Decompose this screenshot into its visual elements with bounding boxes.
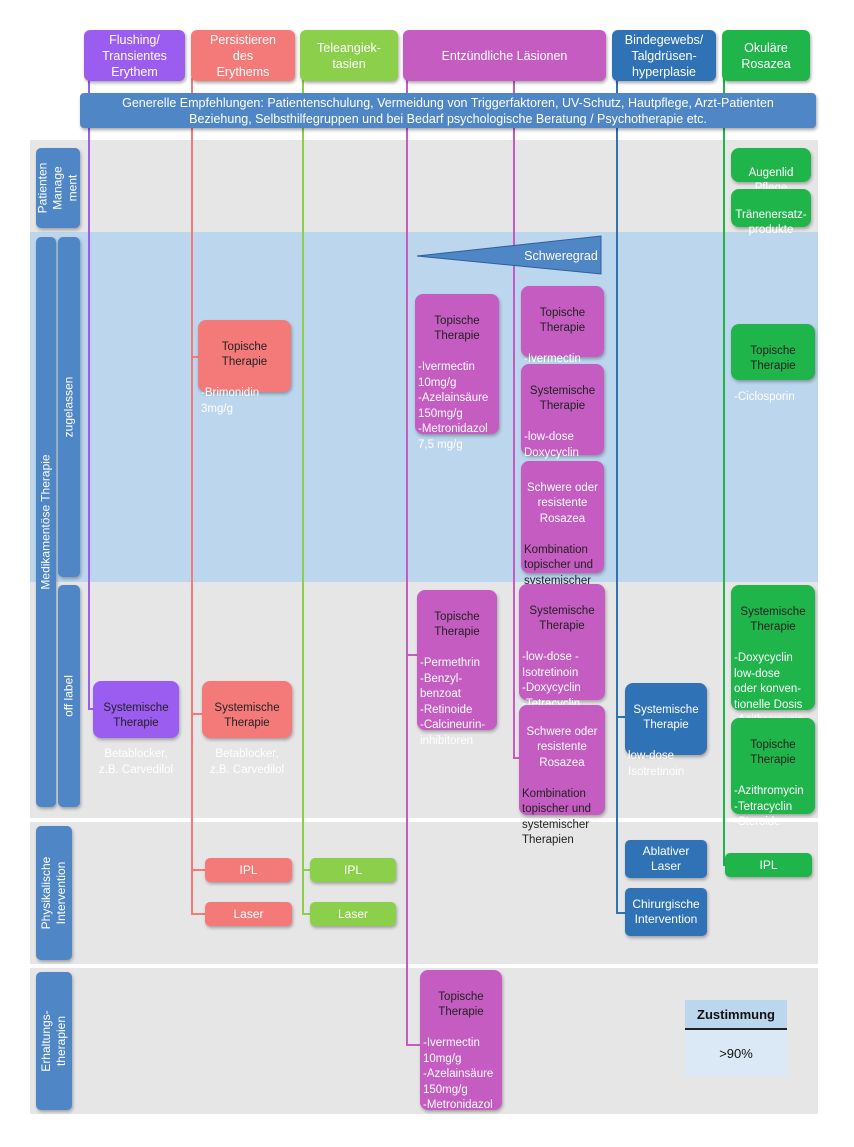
flush-title: Systemische Therapie [103, 701, 169, 730]
row-label-physikalische-intervention: Physikalische Intervention [36, 826, 72, 960]
box-erhaltung-topisch: Topische Therapie -Ivermectin 10mg/g -Az… [420, 970, 502, 1127]
ok2-body: -Azithromycin -Tetracyclin -Steroide [734, 785, 804, 828]
legend-title: Zustimmung [685, 1000, 787, 1028]
legend-zustimmung: Zustimmung >90% [685, 1000, 787, 1076]
pill-laser-persistierend: Laser [205, 902, 292, 926]
erh-body: -Ivermectin 10mg/g -Azelainsäure 150mg/g… [423, 1037, 494, 1127]
ent2-title: Topische Therapie [539, 306, 586, 335]
box-ent-topisch-offlabel: Topische Therapie -Permethrin -Benzyl- b… [417, 590, 497, 747]
bri-title: Topische Therapie [221, 340, 268, 369]
box-ent-topisch-zugelassen: Topische Therapie -Ivermectin 10mg/g -Az… [415, 294, 499, 451]
ok2-title: Topische Therapie [750, 738, 796, 767]
row-label-off-label: off label [58, 585, 80, 807]
line-flushing [88, 78, 90, 710]
pers-body: Betablocker, z.B. Carvedilol [209, 748, 285, 776]
header-okulaer: Okuläre Rosazea [722, 30, 810, 81]
severity-triangle [416, 235, 602, 275]
ent4-title: Schwere oder resistente Rosazea [527, 481, 598, 525]
row-label-zugelassen: zugelassen [58, 237, 80, 577]
conn-tele-laser [302, 913, 312, 915]
header-persistierend: Persistieren des Erythems [191, 30, 295, 81]
off2-title: Systemische Therapie [529, 604, 595, 633]
legend-value: >90% [685, 1030, 787, 1076]
box-ent-systemisch-offlabel: Systemische Therapie -low-dose - Isotret… [519, 584, 605, 725]
line-entzuendlich-2 [513, 78, 515, 758]
conn-pers-ipl [191, 869, 207, 871]
ok1-body: -Doxycyclin low-dose oder konven- tionel… [734, 652, 804, 726]
pill-ipl-teleangiektasien: IPL [310, 858, 396, 882]
line-okulaer [723, 78, 725, 866]
general-recommendations: Generelle Empfehlungen: Patientenschulun… [80, 93, 816, 128]
ok1-title: Systemische Therapie [740, 605, 806, 634]
box-brimonidin: Topische Therapie -Brimonidin 3mg/g [198, 320, 291, 415]
line-bindegewebe [616, 78, 618, 914]
binde-title: Systemische Therapie [633, 703, 699, 732]
off3-title: Schwere oder resistente Rosazea [526, 725, 598, 769]
box-traenenersatz: Tränenersatz- produkte [731, 189, 811, 236]
header-entzuendlich: Entzündliche Läsionen [403, 30, 606, 81]
off3-body: Kombination topischer und systemischer T… [522, 787, 592, 847]
flush-body: Betablocker, z.B. Carvedilol [98, 748, 174, 776]
box-flushing-betablocker: Systemische Therapie Betablocker, z.B. C… [93, 681, 179, 776]
conn-pers-laser [191, 913, 207, 915]
band-patienten-management [30, 140, 818, 232]
ent3-title: Systemische Therapie [529, 384, 596, 413]
binde-body: low-dose Isotretinoin [628, 750, 685, 778]
box-ent-doxycyclin: Systemische Therapie -low-dose Doxycycli… [521, 364, 604, 474]
off1-title: Topische Therapie [434, 610, 480, 639]
box-okulaer-topisch: Topische Therapie -Azithromycin -Tetracy… [731, 718, 815, 828]
conn-ent-off1 [406, 654, 418, 656]
conn-ent-erh [406, 1044, 420, 1046]
severity-arrow: Schweregrad [416, 235, 602, 275]
row-label-physikalische-intervention-text: Physikalische Intervention [39, 856, 68, 930]
pill-chirurgische-intervention: Chirurgische Intervention [625, 888, 707, 936]
pill-ablativer-laser: Ablativer Laser [625, 840, 707, 878]
bri-body: -Brimonidin 3mg/g [201, 387, 260, 415]
box-augenlid-pflege: Augenlid Pflege [731, 148, 811, 194]
conn-tele-ipl [302, 869, 312, 871]
row-label-erhaltungstherapien: Erhaltungs- therapien [36, 972, 72, 1110]
line-persistierend [191, 78, 193, 914]
header-flushing: Flushing/ Transientes Erythem [84, 30, 185, 81]
pill-ipl-okulaer: IPL [725, 853, 812, 877]
pill-ipl-persistierend: IPL [205, 858, 292, 882]
row-label-medikamentoese-therapie: Medikamentöse Therapie [36, 237, 56, 807]
conn-binde-chirurg [616, 912, 626, 914]
box-ciclosporin: Topische Therapie -Ciclosporin [731, 324, 815, 403]
traenen-text: Tränenersatz- produkte [735, 208, 807, 237]
row-label-erhaltungstherapien-text: Erhaltungs- therapien [39, 1010, 68, 1072]
conn-pers-bri [191, 356, 201, 358]
row-label-off-label-text: off label [61, 675, 76, 717]
cic-title: Topische Therapie [750, 344, 796, 373]
off1-body: -Permethrin -Benzyl- benzoat -Retinoide … [420, 657, 486, 747]
ent1-body: -Ivermectin 10mg/g -Azelainsäure 150mg/g… [418, 361, 489, 451]
severity-label: Schweregrad [524, 249, 598, 263]
line-entzuendlich-1 [406, 78, 408, 1046]
header-teleangiektasien: Teleangiek- tasien [300, 30, 398, 81]
row-label-medikamentoese-therapie-text: Medikamentöse Therapie [38, 454, 53, 590]
conn-ent-off3 [513, 757, 521, 759]
box-binde-isotretinoin: Systemische Therapie low-dose Isotretino… [625, 683, 707, 778]
box-ent-schwere-offlabel: Schwere oder resistente Rosazea Kombinat… [519, 705, 605, 846]
legend-divider [685, 1028, 787, 1030]
conn-flushing-off [88, 708, 96, 710]
box-ent-ivermectin: Topische Therapie -Ivermectin 10 mg/g [521, 286, 604, 381]
cic-body: -Ciclosporin [734, 391, 795, 403]
conn-pers-off [191, 713, 203, 715]
box-ent-schwere-zugelassen: Schwere oder resistente Rosazea Kombinat… [521, 461, 604, 602]
header-bindegewebe: Bindegewebs/ Talgdrüsen- hyperplasie [612, 30, 716, 81]
erh-title: Topische Therapie [438, 990, 484, 1019]
conn-binde-off [616, 716, 626, 718]
pill-laser-teleangiektasien: Laser [310, 902, 396, 926]
row-label-patienten-management-text: Patienten Manage ment [35, 162, 80, 214]
ent1-title: Topische Therapie [434, 314, 480, 343]
row-label-zugelassen-text: zugelassen [61, 376, 76, 438]
pers-title: Systemische Therapie [214, 701, 280, 730]
line-teleangiektasien [302, 78, 304, 914]
box-okulaer-systemisch: Systemische Therapie -Doxycyclin low-dos… [731, 585, 815, 726]
box-pers-betablocker: Systemische Therapie Betablocker, z.B. C… [202, 681, 292, 776]
row-label-patienten-management: Patienten Manage ment [36, 148, 80, 228]
